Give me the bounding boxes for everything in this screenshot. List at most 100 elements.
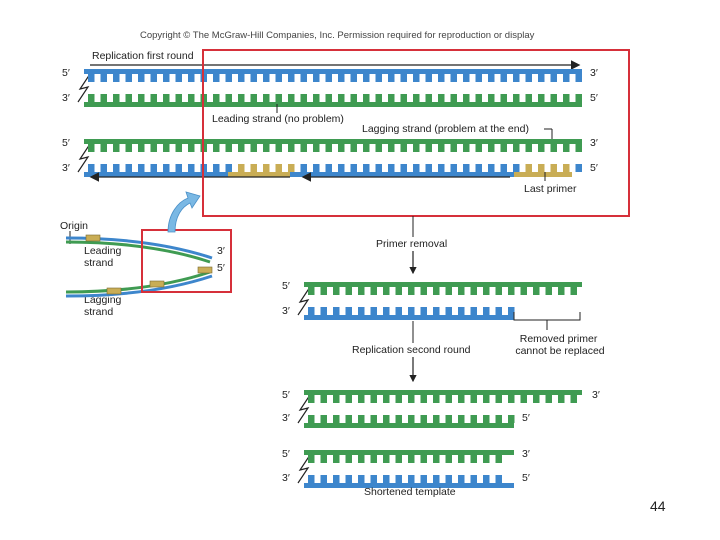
- copyright-notice: Copyright © The McGraw-Hill Companies, I…: [140, 30, 535, 41]
- base-pair-tooth: [395, 287, 402, 295]
- base-pair-tooth: [370, 415, 377, 423]
- base-pair-tooth: [438, 144, 445, 152]
- base-pair-tooth: [320, 307, 327, 315]
- base-pair-tooth: [420, 307, 427, 315]
- base-pair-tooth: [88, 144, 95, 152]
- base-pair-tooth: [175, 94, 182, 102]
- base-pair-tooth: [138, 144, 145, 152]
- five-prime-end-b-top: 5′: [62, 137, 70, 149]
- base-pair-tooth: [338, 94, 345, 102]
- base-pair-tooth: [470, 455, 477, 463]
- base-pair-tooth: [370, 307, 377, 315]
- base-pair-tooth: [358, 455, 365, 463]
- removed-primer-line1: Removed primer: [520, 333, 598, 345]
- base-pair-tooth: [363, 74, 370, 82]
- base-pair-tooth: [325, 94, 332, 102]
- base-pair-tooth: [420, 395, 427, 403]
- base-pair-tooth: [383, 287, 390, 295]
- three-prime-end-d: 3′: [282, 412, 290, 424]
- three-prime-end-c: 3′: [282, 305, 290, 317]
- base-pair-tooth: [450, 164, 457, 172]
- base-pair-tooth: [370, 455, 377, 463]
- base-pair-tooth: [100, 144, 107, 152]
- base-pair-tooth: [150, 74, 157, 82]
- base-pair-tooth: [550, 74, 557, 82]
- base-pair-tooth: [358, 307, 365, 315]
- base-pair-tooth: [400, 74, 407, 82]
- base-pair-tooth: [308, 395, 315, 403]
- base-pair-tooth: [150, 144, 157, 152]
- base-pair-tooth: [408, 307, 415, 315]
- base-pair-tooth: [333, 395, 340, 403]
- base-pair-tooth: [263, 144, 270, 152]
- base-pair-tooth: [213, 94, 220, 102]
- base-pair-tooth: [225, 94, 232, 102]
- base-pair-tooth: [175, 74, 182, 82]
- base-pair-tooth: [88, 94, 95, 102]
- leading-strand-inset-label: Leading strand: [84, 245, 124, 269]
- base-pair-tooth: [483, 307, 490, 315]
- origin-label: Origin: [60, 220, 88, 232]
- dna-duplex-b: [77, 139, 582, 177]
- base-pair-tooth: [338, 144, 345, 152]
- base-pair-tooth: [358, 475, 365, 483]
- base-pair-tooth: [288, 144, 295, 152]
- base-pair-tooth: [475, 94, 482, 102]
- base-pair-tooth: [345, 455, 352, 463]
- base-pair-tooth: [363, 144, 370, 152]
- base-pair-tooth: [100, 94, 107, 102]
- base-pair-tooth: [558, 395, 565, 403]
- base-pair-tooth: [288, 94, 295, 102]
- base-pair-tooth: [163, 164, 170, 172]
- base-pair-tooth: [420, 287, 427, 295]
- base-pair-tooth: [320, 455, 327, 463]
- top-strand-backbone: [304, 390, 582, 395]
- base-pair-tooth: [213, 74, 220, 82]
- base-pair-tooth: [383, 395, 390, 403]
- shortened-template-label: Shortened template: [364, 486, 456, 498]
- leading-strand-inset-line1: Leading: [84, 245, 122, 257]
- base-pair-tooth: [383, 307, 390, 315]
- strand-break-mark: [77, 73, 91, 103]
- base-pair-tooth: [113, 94, 120, 102]
- base-pair-tooth: [495, 395, 502, 403]
- bottom-strand-backbone: [304, 315, 514, 320]
- base-pair-tooth: [470, 415, 477, 423]
- base-pair-tooth: [545, 287, 552, 295]
- base-pair-tooth: [175, 164, 182, 172]
- base-pair-tooth: [438, 74, 445, 82]
- strand-break-mark: [297, 394, 311, 424]
- base-pair-tooth: [370, 395, 377, 403]
- base-pair-tooth: [475, 164, 482, 172]
- base-pair-tooth: [413, 144, 420, 152]
- bottom-strand-backbone: [304, 483, 514, 488]
- base-pair-tooth: [338, 74, 345, 82]
- base-pair-tooth: [113, 164, 120, 172]
- base-pair-tooth: [263, 164, 270, 172]
- base-pair-tooth: [488, 74, 495, 82]
- base-pair-tooth: [500, 164, 507, 172]
- base-pair-tooth: [420, 415, 427, 423]
- base-pair-tooth: [125, 74, 132, 82]
- base-pair-tooth: [338, 164, 345, 172]
- base-pair-tooth: [163, 74, 170, 82]
- first-round-section: Replication first round 5′ 3′ 3′ 5′ Lead…: [62, 49, 630, 217]
- base-pair-tooth: [550, 144, 557, 152]
- base-pair-tooth: [545, 395, 552, 403]
- base-pair-tooth: [388, 74, 395, 82]
- five-prime-end-e-right: 5′: [522, 472, 530, 484]
- base-pair-tooth: [150, 94, 157, 102]
- base-pair-tooth: [163, 94, 170, 102]
- base-pair-tooth: [363, 164, 370, 172]
- base-pair-tooth: [225, 74, 232, 82]
- base-pair-tooth: [125, 164, 132, 172]
- base-pair-tooth: [358, 415, 365, 423]
- base-pair-tooth: [513, 144, 520, 152]
- base-pair-tooth: [100, 164, 107, 172]
- base-pair-tooth: [525, 144, 532, 152]
- base-pair-tooth: [458, 287, 465, 295]
- base-pair-tooth: [425, 164, 432, 172]
- base-pair-tooth: [425, 74, 432, 82]
- five-prime-end-d: 5′: [282, 389, 290, 401]
